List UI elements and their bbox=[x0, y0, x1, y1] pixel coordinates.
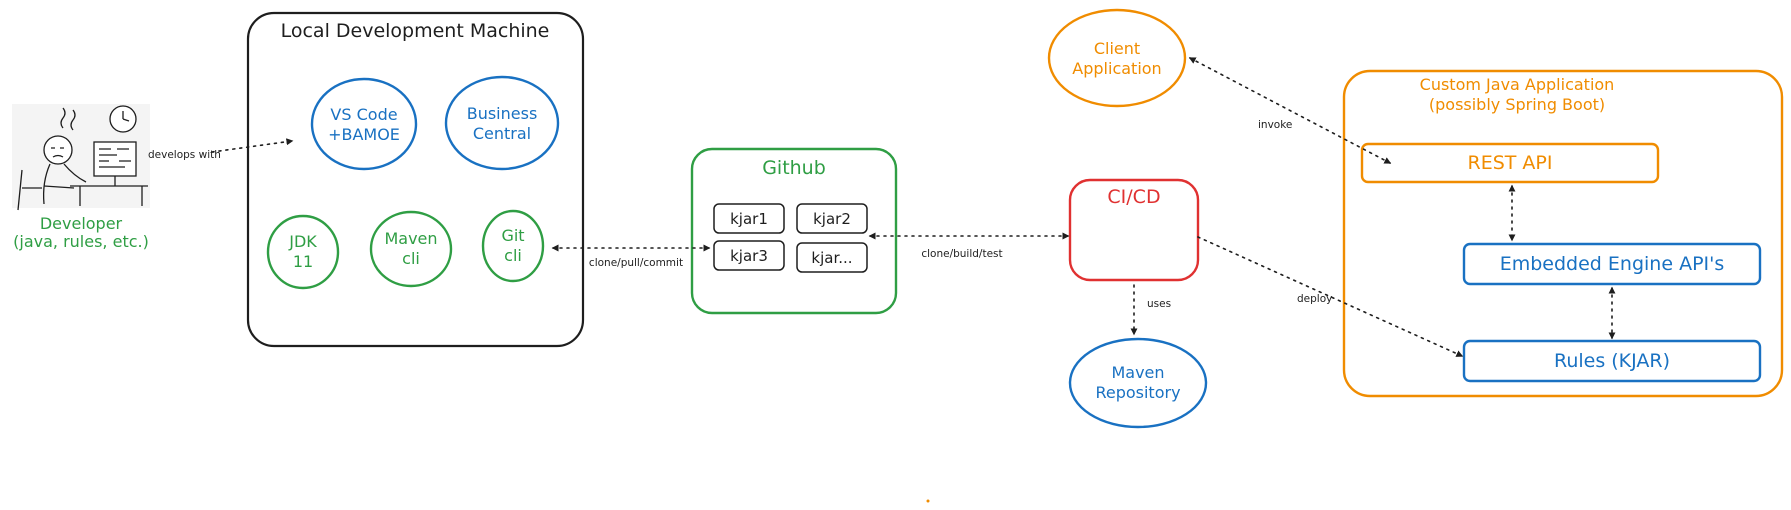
git-cli-label-1: Git bbox=[501, 226, 524, 245]
embedded-engine-api-box bbox=[1462, 242, 1762, 286]
repo-kjar2-label: kjar2 bbox=[813, 210, 851, 228]
rest-api-label: REST API bbox=[1468, 152, 1553, 174]
business-central-label-1: Business bbox=[467, 104, 538, 123]
business-central-node bbox=[444, 75, 560, 171]
vscode-label-2: +BAMOE bbox=[328, 125, 400, 144]
embedded-engine-api-label: Embedded Engine API's bbox=[1500, 253, 1725, 275]
clone-build-test-label: clone/build/test bbox=[921, 248, 1002, 260]
repo-kjar-more-label: kjar... bbox=[811, 249, 852, 267]
custom-java-app-box bbox=[1342, 69, 1784, 398]
maven-repository-label-1: Maven bbox=[1111, 363, 1164, 382]
repo-kjar1 bbox=[713, 203, 785, 234]
repo-kjar2 bbox=[796, 203, 868, 234]
cicd-title: CI/CD bbox=[1107, 186, 1160, 208]
developer-at-desk-icon bbox=[12, 104, 150, 211]
git-cli-label-2: cli bbox=[504, 246, 522, 265]
client-application-label-2: Application bbox=[1072, 59, 1161, 78]
develops-with-label: develops with bbox=[148, 149, 221, 161]
business-central-label-2: Central bbox=[473, 124, 531, 143]
repo-kjar1-label: kjar1 bbox=[730, 210, 768, 228]
rules-kjar-box bbox=[1462, 339, 1762, 383]
jdk-label-1: JDK bbox=[288, 232, 317, 251]
developer-label: Developer bbox=[40, 214, 123, 233]
repo-kjar3 bbox=[713, 240, 785, 271]
deploy-label: deploy bbox=[1297, 293, 1332, 305]
vscode-node bbox=[310, 77, 418, 171]
client-application-label-1: Client bbox=[1094, 39, 1140, 58]
cicd-box bbox=[1068, 178, 1200, 282]
maven-repository-node bbox=[1068, 337, 1208, 429]
maven-cli-label-2: cli bbox=[402, 249, 420, 268]
github-title: Github bbox=[762, 157, 826, 179]
custom-java-app-title-2: (possibly Spring Boot) bbox=[1429, 95, 1605, 114]
local-machine-box bbox=[246, 11, 585, 348]
local-machine-title: Local Development Machine bbox=[281, 20, 550, 42]
uses-label: uses bbox=[1147, 298, 1171, 310]
maven-cli-label-1: Maven bbox=[384, 229, 437, 248]
repo-kjar3-label: kjar3 bbox=[730, 247, 768, 265]
jdk-node bbox=[266, 214, 340, 290]
vscode-label-1: VS Code bbox=[330, 105, 397, 124]
invoke-label: invoke bbox=[1258, 119, 1292, 131]
deploy-arrow bbox=[1197, 236, 1464, 357]
client-application-node bbox=[1047, 8, 1187, 108]
stray-dot bbox=[926, 499, 930, 503]
developer-sublabel: (java, rules, etc.) bbox=[13, 232, 149, 251]
custom-java-app-title-1: Custom Java Application bbox=[1420, 75, 1615, 94]
clone-pull-commit-label: clone/pull/commit bbox=[589, 257, 683, 269]
github-box bbox=[690, 147, 898, 315]
repo-kjar-more bbox=[796, 242, 868, 273]
maven-cli-node bbox=[369, 210, 453, 288]
invoke-arrow bbox=[1188, 57, 1392, 164]
rules-kjar-label: Rules (KJAR) bbox=[1554, 350, 1670, 372]
jdk-label-2: 11 bbox=[293, 252, 313, 271]
git-cli-node bbox=[481, 209, 545, 283]
develops-with-arrow bbox=[211, 138, 294, 153]
maven-repository-label-2: Repository bbox=[1095, 383, 1180, 402]
